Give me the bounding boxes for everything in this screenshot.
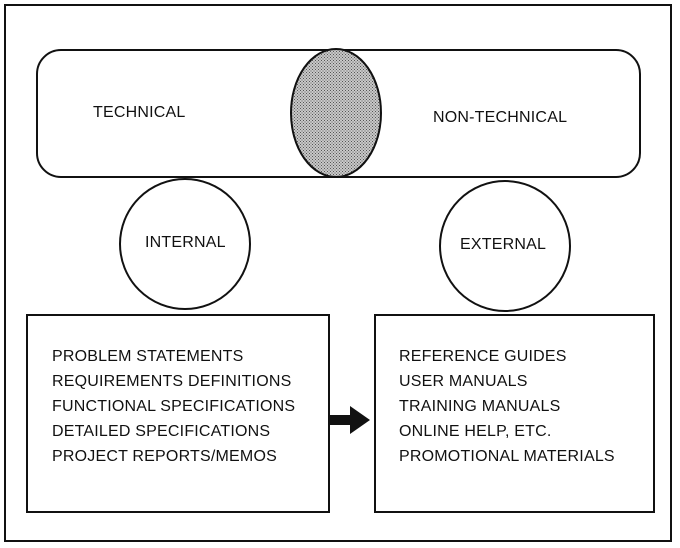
internal-document-item: PROBLEM STATEMENTS [52,348,244,365]
non-technical-label: NON-TECHNICAL [433,109,568,126]
internal-circle [119,178,251,310]
internal-document-item: DETAILED SPECIFICATIONS [52,423,271,440]
external-documents-box [374,314,655,513]
diagram-frame [4,4,672,542]
internal-documents-list: PROBLEM STATEMENTS REQUIREMENTS DEFINITI… [52,344,295,469]
external-document-item: PROMOTIONAL MATERIALS [399,448,615,465]
internal-document-item: FUNCTIONAL SPECIFICATIONS [52,398,296,415]
external-document-item: REFERENCE GUIDES [399,348,567,365]
flow-arrow [330,406,370,434]
external-document-item: ONLINE HELP, ETC. [399,423,552,440]
external-label: EXTERNAL [460,236,547,253]
internal-document-item: REQUIREMENTS DEFINITIONS [52,373,292,390]
external-document-item: TRAINING MANUALS [399,398,561,415]
internal-label: INTERNAL [145,234,226,251]
internal-document-item: PROJECT REPORTS/MEMOS [52,448,277,465]
external-circle [439,180,571,312]
external-document-item: USER MANUALS [399,373,528,390]
overlap-ellipse [290,48,382,178]
technical-label: TECHNICAL [93,104,186,121]
internal-documents-box [26,314,330,513]
external-documents-list: REFERENCE GUIDES USER MANUALS TRAINING M… [399,344,615,469]
